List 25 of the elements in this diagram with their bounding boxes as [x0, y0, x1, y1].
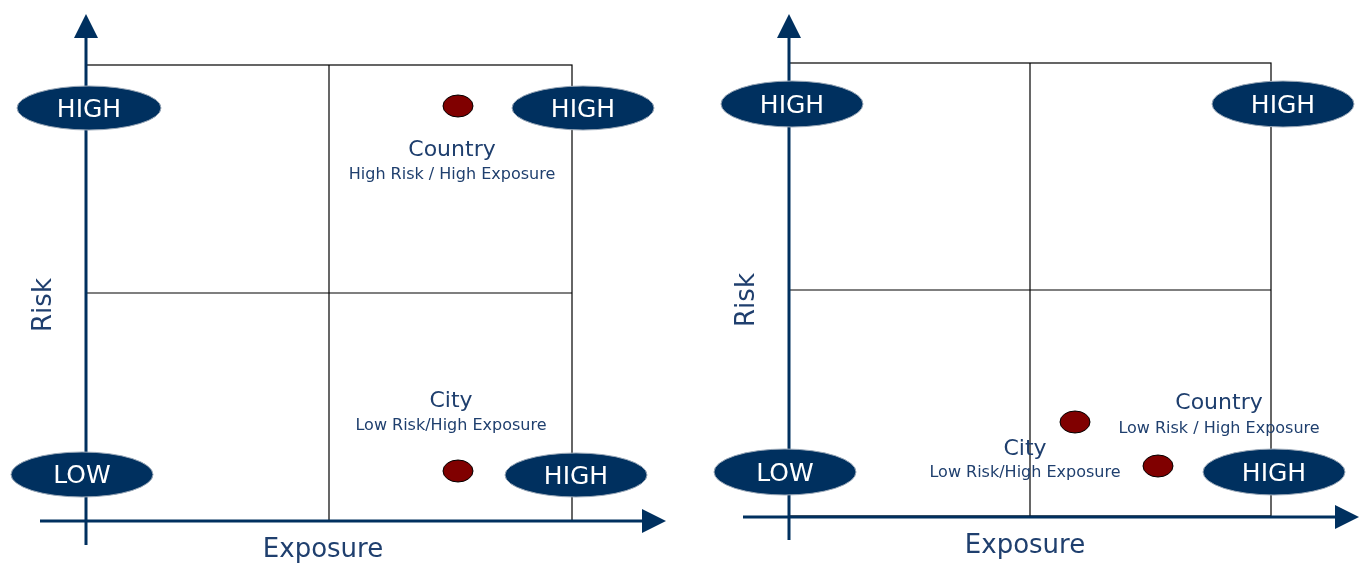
level-ellipse — [720, 80, 864, 128]
axis-title: Risk — [730, 273, 760, 327]
level-ellipse — [1202, 448, 1346, 496]
point-name: City — [429, 386, 473, 412]
point-name: Country — [408, 135, 496, 161]
level-label: LOW — [756, 457, 814, 487]
level-label: HIGH — [759, 89, 825, 119]
level-label: HIGH — [543, 460, 609, 490]
axis-title: Exposure — [262, 533, 384, 563]
level-ellipse — [16, 85, 162, 131]
level-label: HIGH — [1241, 457, 1307, 487]
level-ellipse — [511, 85, 655, 131]
level-label: HIGH — [1250, 89, 1316, 119]
level-label: LOW — [53, 460, 111, 489]
point-name: Country — [1175, 388, 1263, 414]
level-label: HIGH — [56, 93, 122, 123]
level-ellipse — [504, 452, 648, 498]
level-label: HIGH — [550, 93, 616, 123]
axis-title: Risk — [27, 278, 57, 332]
point-description: High Risk / High Exposure — [348, 163, 556, 183]
level-ellipse — [10, 451, 154, 498]
point-description: Low Risk/High Exposure — [355, 414, 547, 434]
axis-title: Exposure — [964, 529, 1086, 559]
level-ellipse — [1211, 80, 1355, 128]
level-ellipse — [713, 448, 857, 496]
